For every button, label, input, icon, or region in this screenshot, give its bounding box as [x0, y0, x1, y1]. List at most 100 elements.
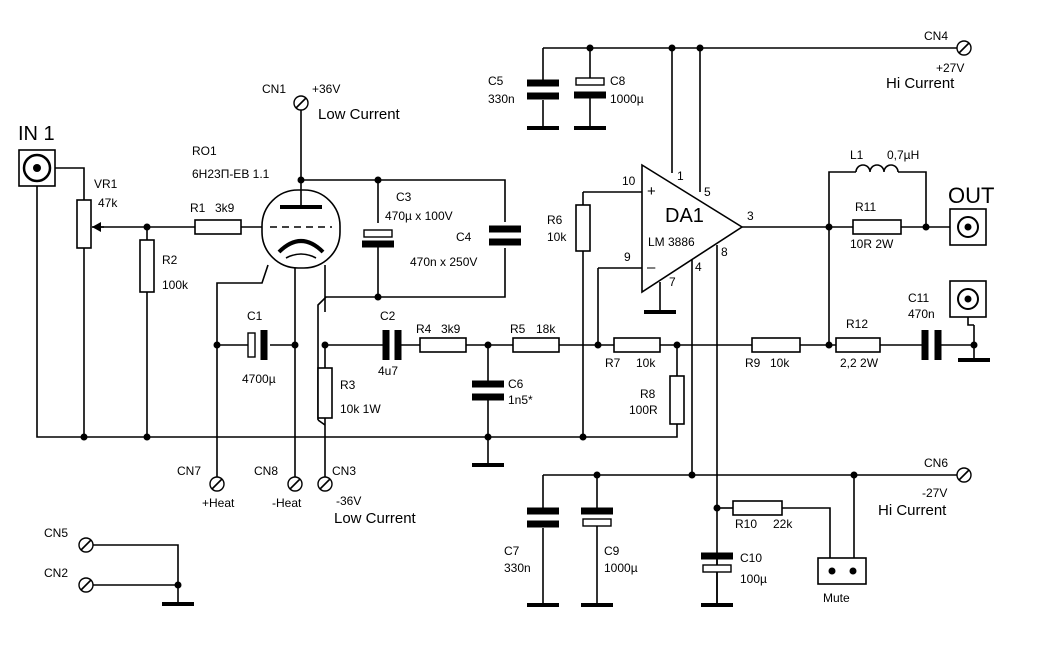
- terminal-cn2[interactable]: [78, 577, 94, 593]
- c6-value: 1n5*: [508, 393, 533, 407]
- capacitor-c11: [921, 330, 942, 360]
- output-jack[interactable]: [949, 208, 987, 246]
- resistor-r8: [669, 375, 685, 425]
- terminal-cn7[interactable]: [209, 476, 225, 492]
- cn8-label: -Heat: [272, 496, 302, 510]
- pin-10: 10: [622, 174, 636, 188]
- output-label: OUT: [948, 183, 994, 208]
- c1-value: 4700µ: [242, 372, 276, 386]
- terminal-cn6[interactable]: [956, 467, 972, 483]
- capacitor-c5: [527, 79, 559, 100]
- opamp-ref: DA1: [665, 205, 704, 227]
- resistor-r1: [194, 219, 242, 235]
- r7-value: 10k: [636, 356, 656, 370]
- tube-ref: RO1: [192, 144, 217, 158]
- terminal-cn3[interactable]: [317, 476, 333, 492]
- c4-value: 470n x 250V: [410, 255, 477, 269]
- terminal-cn4[interactable]: [956, 40, 972, 56]
- c2-value: 4u7: [378, 364, 398, 378]
- c1-ref: C1: [247, 309, 263, 323]
- resistor-r11: [852, 219, 902, 235]
- cn3-label: -36V: [336, 494, 361, 508]
- pin-8: 8: [721, 245, 728, 259]
- capacitor-c8: [574, 77, 606, 99]
- cn4-label: +27V: [936, 61, 964, 75]
- r1-value: 3k9: [215, 201, 235, 215]
- terminal-cn1[interactable]: [293, 95, 309, 111]
- vacuum-tube-ro1: [261, 189, 341, 269]
- cn2-ref: CN2: [44, 566, 68, 580]
- wires: [36, 47, 975, 605]
- tube-type: 6Н23П-ЕВ 1.1: [192, 167, 270, 181]
- terminal-cn5[interactable]: [78, 537, 94, 553]
- r8-ref: R8: [640, 387, 656, 401]
- capacitor-c7: [527, 507, 559, 528]
- vr1-ref: VR1: [94, 177, 118, 191]
- cn6-label: -27V: [922, 486, 947, 500]
- r7-ref: R7: [605, 356, 621, 370]
- pin-7: 7: [669, 275, 676, 289]
- resistor-r9: [751, 337, 801, 353]
- opamp-plus: +: [647, 183, 656, 200]
- c3-value: 470µ x 100V: [385, 209, 453, 223]
- opamp-type: LM 3886: [648, 235, 695, 249]
- capacitor-c2: [382, 330, 402, 360]
- capacitor-c4: [489, 225, 521, 246]
- cn4-ref: CN4: [924, 29, 948, 43]
- junctions: [80, 44, 978, 589]
- resistor-r10: [732, 500, 783, 516]
- r9-ref: R9: [745, 356, 761, 370]
- cn3-ref: CN3: [332, 464, 356, 478]
- cn7-label: +Heat: [202, 496, 235, 510]
- input-label: IN 1: [18, 123, 55, 145]
- cn1-ref: CN1: [262, 82, 286, 96]
- potentiometer-vr1: [76, 199, 104, 249]
- c8-value: 1000µ: [610, 92, 644, 106]
- resistor-r6: [575, 204, 591, 252]
- capacitor-c10: [701, 552, 733, 573]
- r4-value: 3k9: [441, 322, 461, 336]
- r6-value: 10k: [547, 230, 567, 244]
- terminal-cn8[interactable]: [287, 476, 303, 492]
- cn3-desc: Low Current: [334, 510, 417, 527]
- cn5-ref: CN5: [44, 526, 68, 540]
- cn6-desc: Hi Current: [878, 502, 947, 519]
- r11-ref: R11: [855, 200, 876, 214]
- cn1-label: +36V: [312, 82, 340, 96]
- c8-ref: C8: [610, 74, 626, 88]
- output-jack-aux[interactable]: [949, 280, 987, 326]
- r12-value: 2,2 2W: [840, 356, 879, 370]
- capacitor-c1: [247, 330, 268, 360]
- r10-value: 22k: [773, 517, 793, 531]
- capacitor-c9: [581, 507, 613, 527]
- opamp-da1: [641, 163, 744, 294]
- c4-ref: C4: [456, 230, 472, 244]
- c11-ref: C11: [908, 291, 929, 305]
- c7-value: 330n: [504, 561, 531, 575]
- input-jack[interactable]: [18, 149, 56, 187]
- r2-value: 100k: [162, 278, 189, 292]
- c7-ref: C7: [504, 544, 520, 558]
- pin-3: 3: [747, 209, 754, 223]
- resistor-r5: [512, 337, 560, 353]
- cn1-desc: Low Current: [318, 106, 401, 123]
- capacitor-c3: [362, 229, 394, 248]
- opamp-minus: –: [647, 259, 656, 276]
- r2-ref: R2: [162, 253, 178, 267]
- c5-ref: C5: [488, 74, 504, 88]
- c5-value: 330n: [488, 92, 515, 106]
- vr1-value: 47k: [98, 196, 118, 210]
- r3-value: 10k 1W: [340, 402, 381, 416]
- r5-value: 18k: [536, 322, 556, 336]
- resistor-r4: [419, 337, 467, 353]
- c10-ref: C10: [740, 551, 762, 565]
- r8-value: 100R: [629, 403, 658, 417]
- r4-ref: R4: [416, 322, 432, 336]
- c6-ref: C6: [508, 377, 524, 391]
- mute-jumper[interactable]: [817, 557, 867, 585]
- l1-ref: L1: [850, 148, 864, 162]
- r5-ref: R5: [510, 322, 526, 336]
- c9-value: 1000µ: [604, 561, 638, 575]
- pin-1: 1: [677, 169, 684, 183]
- resistor-r7: [613, 337, 661, 353]
